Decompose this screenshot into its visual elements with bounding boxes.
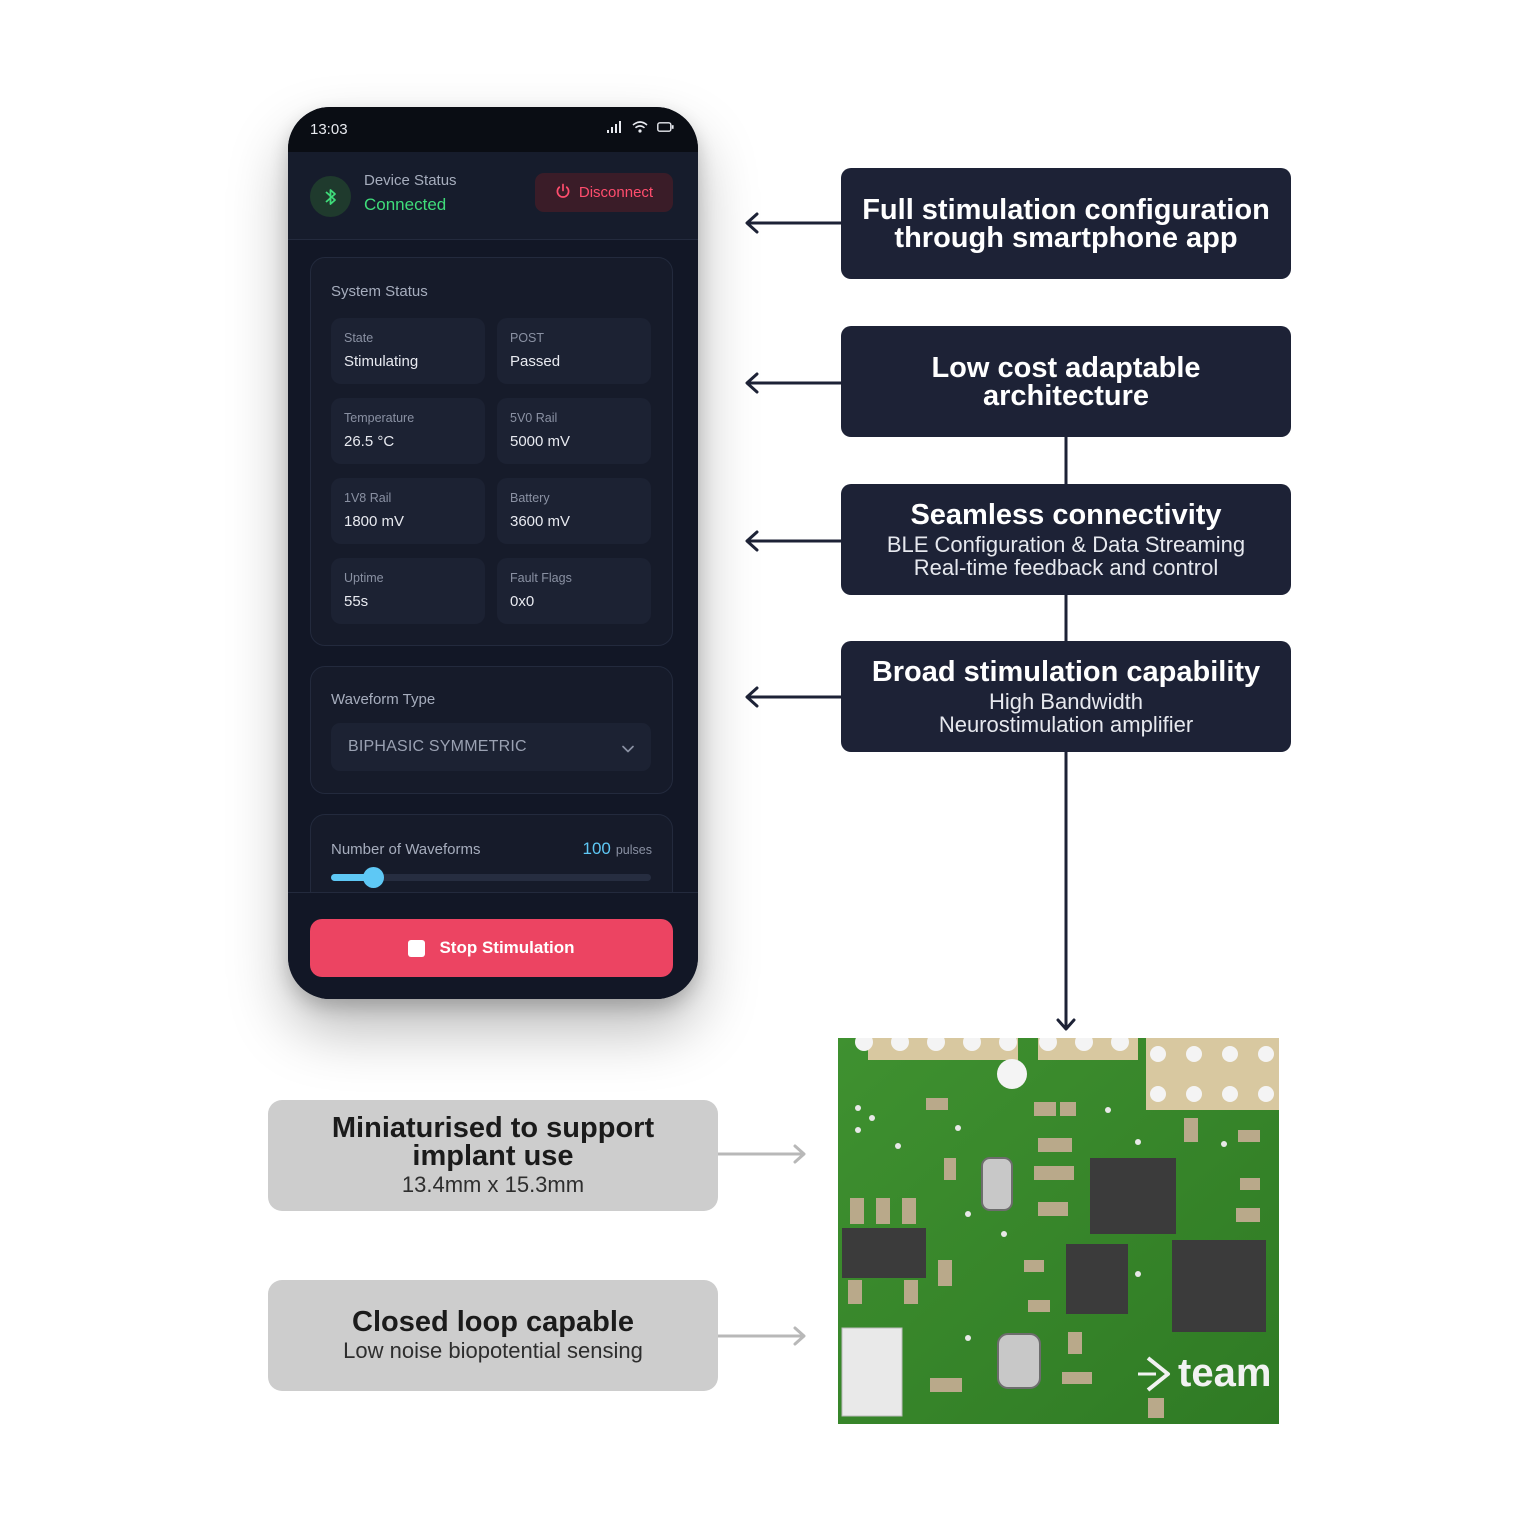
callout-subline: BLE Configuration & Data Streaming xyxy=(886,531,1246,557)
stop-stimulation-label: Stop Stimulation xyxy=(439,938,575,957)
tile-value: 5000 mV xyxy=(510,433,571,450)
callout-miniaturised: Miniaturised to support implant use 13.4… xyxy=(268,1100,718,1211)
callout-smartphone-app: Full stimulation configuration through s… xyxy=(841,168,1291,279)
system-icons xyxy=(607,121,674,133)
callout-title: Miniaturised to support implant use xyxy=(331,1111,655,1172)
waveform-count-slider-track[interactable] xyxy=(331,874,651,881)
tile-state: State Stimulating xyxy=(331,318,485,384)
waveform-count-title: Number of Waveforms xyxy=(331,841,481,858)
callout-title: Broad stimulation capability xyxy=(871,655,1261,688)
waveform-type-select[interactable]: BIPHASIC SYMMETRIC xyxy=(331,723,651,771)
callout-title: Low cost adaptable architecture xyxy=(931,351,1201,412)
phone-mockup: 13:03 Device Status Connected Disconnect xyxy=(288,107,698,999)
waveform-count-value: 100 xyxy=(582,839,611,858)
callout-closed-loop: Closed loop capable Low noise biopotenti… xyxy=(268,1280,718,1391)
team-logo xyxy=(1138,1356,1170,1392)
tile-label: 1V8 Rail xyxy=(344,491,392,505)
chevron-down-icon xyxy=(621,741,635,759)
callout-connectivity: Seamless connectivity BLE Configuration … xyxy=(841,484,1291,595)
callout-subline: Neurostimulation amplifier xyxy=(938,711,1194,737)
waveform-type-value: BIPHASIC SYMMETRIC xyxy=(348,738,527,755)
tile-value: Passed xyxy=(510,353,561,370)
waveform-count-unit: pulses xyxy=(615,843,652,857)
waveform-type-card: Waveform Type BIPHASIC SYMMETRIC xyxy=(310,666,673,794)
system-status-card: System Status State Stimulating POST Pas… xyxy=(310,257,673,646)
tile-battery: Battery 3600 mV xyxy=(497,478,651,544)
stop-icon xyxy=(408,939,426,957)
tile-uptime: Uptime 55s xyxy=(331,558,485,624)
waveform-type-title: Waveform Type xyxy=(331,691,436,708)
tile-1v8-rail: 1V8 Rail 1800 mV xyxy=(331,478,485,544)
tile-value: 26.5 °C xyxy=(344,433,395,450)
tile-label: 5V0 Rail xyxy=(510,411,558,425)
callout-subline: High Bandwidth xyxy=(988,688,1144,714)
signal-icon xyxy=(607,121,623,133)
tile-temperature: Temperature 26.5 °C xyxy=(331,398,485,464)
disconnect-button[interactable]: Disconnect xyxy=(535,173,673,212)
tile-fault-flags: Fault Flags 0x0 xyxy=(497,558,651,624)
callout-architecture: Low cost adaptable architecture xyxy=(841,326,1291,437)
battery-icon xyxy=(657,122,674,132)
callout-title: Full stimulation configuration through s… xyxy=(862,193,1270,254)
tile-value: 0x0 xyxy=(510,593,535,610)
callout-title: Seamless connectivity xyxy=(910,498,1222,531)
callout-stimulation-capability: Broad stimulation capability High Bandwi… xyxy=(841,641,1291,752)
tile-value: Stimulating xyxy=(344,353,419,370)
action-footer: Stop Stimulation xyxy=(288,892,698,999)
device-status-value: Connected xyxy=(364,195,447,214)
tile-label: POST xyxy=(510,331,545,345)
tile-label: Temperature xyxy=(344,411,415,425)
system-status-title: System Status xyxy=(331,283,428,300)
device-status-label: Device Status xyxy=(364,172,457,189)
tile-post: POST Passed xyxy=(497,318,651,384)
tile-value: 3600 mV xyxy=(510,513,571,530)
waveform-count-readout: 100 pulses xyxy=(582,839,652,859)
status-bar: 13:03 xyxy=(288,107,698,152)
wifi-icon xyxy=(632,121,648,133)
waveform-count-slider-thumb[interactable] xyxy=(362,867,384,888)
tile-label: Fault Flags xyxy=(510,571,572,585)
tile-value: 1800 mV xyxy=(344,513,405,530)
power-icon xyxy=(555,183,571,203)
callout-subline: 13.4mm x 15.3mm xyxy=(401,1171,585,1197)
tile-label: Battery xyxy=(510,491,550,505)
pcb-logo-text: team xyxy=(1178,1351,1271,1395)
callout-title: Closed loop capable xyxy=(352,1305,634,1338)
callout-subline: Low noise biopotential sensing xyxy=(343,1337,643,1363)
device-header: Device Status Connected Disconnect xyxy=(288,152,698,240)
pcb-image: team xyxy=(838,1038,1279,1424)
tile-label: Uptime xyxy=(344,571,384,585)
callout-subline: Real-time feedback and control xyxy=(913,554,1219,580)
tile-value: 55s xyxy=(344,593,369,610)
waveform-count-slider-fill xyxy=(331,874,373,881)
bluetooth-icon xyxy=(310,176,351,217)
status-time: 13:03 xyxy=(310,121,348,138)
stop-stimulation-button[interactable]: Stop Stimulation xyxy=(310,919,673,977)
tile-5v0-rail: 5V0 Rail 5000 mV xyxy=(497,398,651,464)
disconnect-label: Disconnect xyxy=(578,184,654,201)
tile-label: State xyxy=(344,331,374,345)
